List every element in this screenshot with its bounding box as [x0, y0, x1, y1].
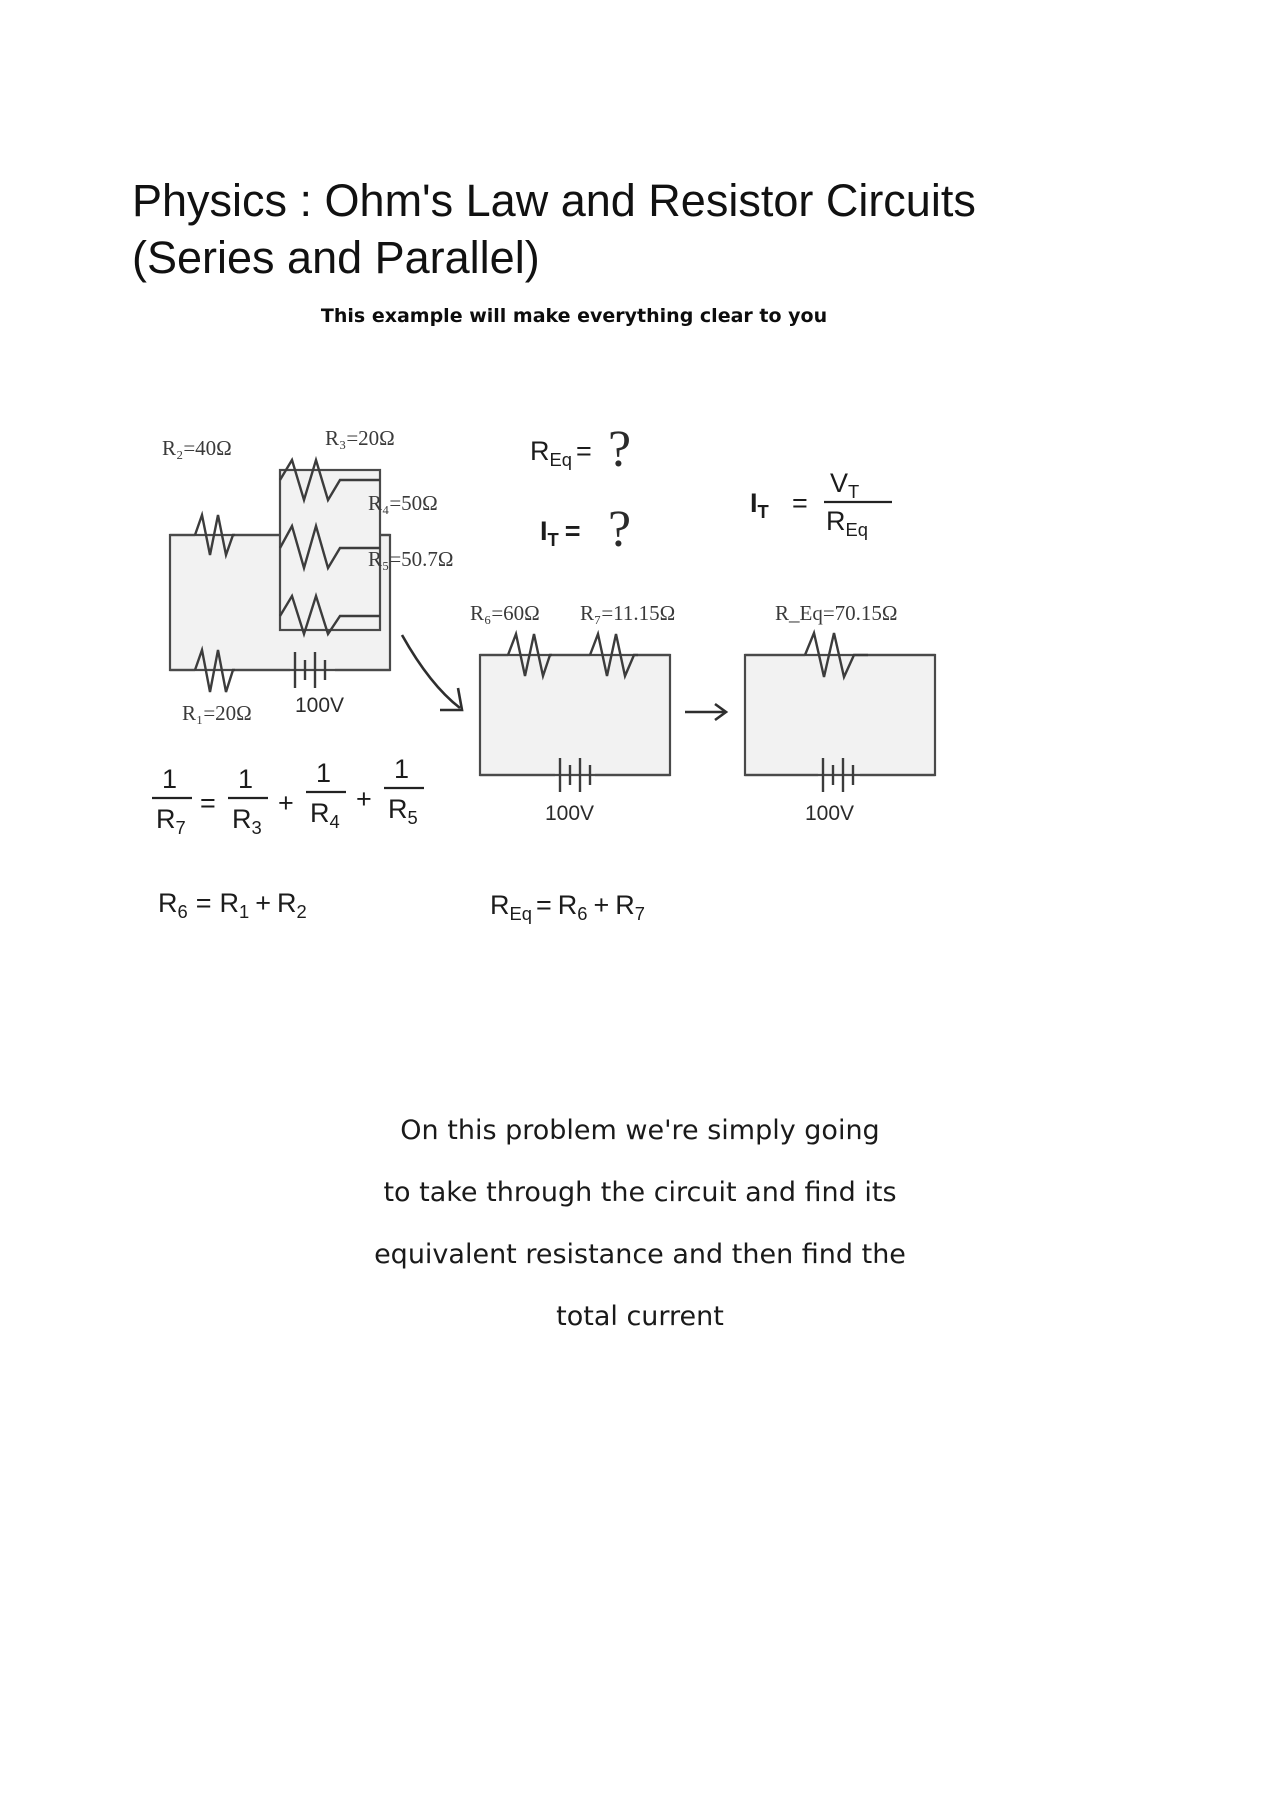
svg-text:REq=R6+R7: REq=R6+R7 [490, 890, 645, 924]
parallel-lhs-num: 1 [162, 764, 177, 794]
page-title-line-1: Physics : Ohm's Law and Resistor Circuit… [132, 175, 976, 226]
page-subtitle: This example will make everything clear … [320, 305, 828, 327]
battery-100v-circuit-2 [558, 758, 592, 792]
resistor-r1-symbol [193, 645, 235, 693]
svg-text:R4: R4 [310, 798, 340, 832]
svg-text:=: = [792, 488, 808, 518]
ohms-law-formula: IT = VT REq [750, 468, 892, 540]
label-r6: R₆=60Ω [470, 601, 540, 625]
circuit-2-group: R₆=60Ω R₇=11.15Ω 100V [470, 601, 675, 825]
battery-100v-circuit-3 [821, 758, 855, 792]
unknown-it-group: IT= ? [540, 501, 631, 558]
circuit-1-group: R₂=40Ω R₃=20Ω R₄=50Ω R₅=50.7Ω R₁=20Ω 100… [162, 426, 454, 725]
unknown-req-group: REq= ? [530, 421, 631, 478]
circuit-2-outer-loop [478, 653, 672, 777]
label-r2: R₂=40Ω [162, 436, 232, 460]
arrow-down-right-icon [400, 634, 464, 712]
closing-line-2: to take through the circuit and find its [383, 1177, 897, 1208]
svg-text:R6=R1+R2: R6=R1+R2 [158, 888, 307, 922]
resistor-r4-symbol [278, 521, 380, 573]
svg-text:1: 1 [394, 754, 409, 784]
label-r3: R₃=20Ω [325, 426, 395, 450]
circuit-figure: R₂=40Ω R₃=20Ω R₄=50Ω R₅=50.7Ω R₁=20Ω 100… [140, 420, 980, 940]
page-title-line-2: (Series and Parallel) [132, 232, 540, 283]
label-r5: R₅=50.7Ω [368, 547, 454, 571]
resistor-r7-symbol [588, 629, 638, 680]
svg-text:IT: IT [750, 488, 770, 522]
resistor-r2-symbol [193, 510, 235, 560]
svg-text:IT=: IT= [540, 516, 581, 550]
closing-paragraph: On this problem we're simply going to ta… [140, 1100, 1140, 1348]
closing-line-4: total current [556, 1301, 724, 1332]
formula-parallel: 1 R7 = 1 R3 + [152, 754, 424, 838]
question-mark-it: ? [608, 501, 631, 558]
parallel-lhs-den: R7 [156, 804, 186, 838]
svg-text:+: + [278, 788, 294, 818]
closing-line-1: On this problem we're simply going [400, 1115, 880, 1146]
svg-text:1: 1 [316, 758, 331, 788]
closing-line-3: equivalent resistance and then find the [374, 1239, 906, 1270]
question-mark-req: ? [608, 421, 631, 478]
svg-text:R5: R5 [388, 794, 418, 828]
label-r7: R₇=11.15Ω [580, 601, 675, 625]
svg-text:REq=: REq= [530, 436, 592, 470]
ohms-law-denominator: REq [826, 506, 868, 540]
label-source-100v-1: 100V [295, 694, 344, 717]
resistor-r5-symbol [278, 592, 380, 638]
resistor-r3-symbol [278, 455, 380, 505]
ohms-law-numerator: VT [830, 468, 859, 502]
formula-series-r6: R6=R1+R2 [158, 888, 307, 922]
label-source-100v-3: 100V [805, 802, 854, 825]
svg-text:R3: R3 [232, 804, 262, 838]
circuit-3-group: R_Eq=70.15Ω 100V [743, 601, 937, 825]
label-source-100v-2: 100V [545, 802, 594, 825]
page-title: Physics : Ohm's Law and Resistor Circuit… [132, 172, 1052, 286]
svg-text:+: + [356, 784, 372, 814]
circuit-3-outer-loop [743, 653, 937, 777]
label-r4: R₄=50Ω [368, 491, 438, 515]
parallel-eq: = [200, 788, 216, 818]
resistor-req-symbol [803, 629, 868, 681]
label-req: R_Eq=70.15Ω [775, 601, 898, 625]
svg-text:1: 1 [238, 764, 253, 794]
resistor-r6-symbol [506, 629, 552, 681]
formula-series-req: REq=R6+R7 [490, 890, 645, 924]
arrow-right-icon [685, 702, 729, 722]
battery-100v-circuit-1 [293, 652, 327, 688]
label-r1: R₁=20Ω [182, 701, 252, 725]
